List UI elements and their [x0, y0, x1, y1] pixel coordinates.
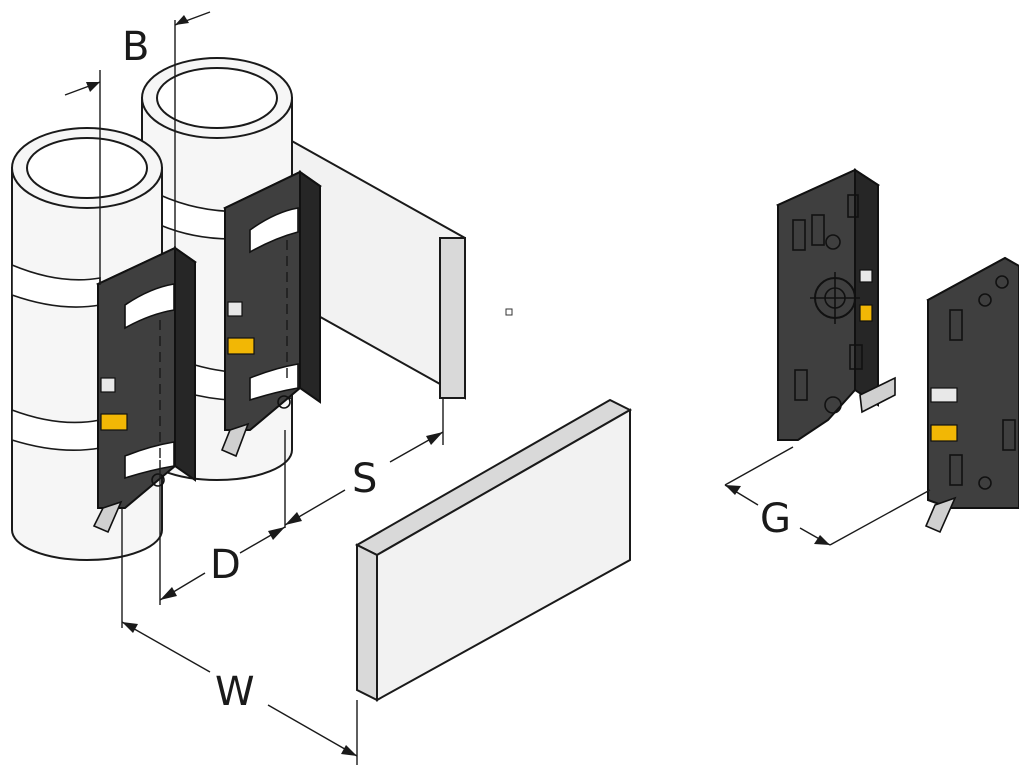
label-d: D — [210, 542, 241, 588]
dimension-b: B — [64, 11, 211, 285]
dimension-s: S — [284, 398, 444, 528]
center-marker — [505, 308, 513, 316]
label-b: B — [122, 24, 149, 70]
label-w: W — [215, 669, 255, 715]
sensor-left-pipe — [92, 246, 197, 534]
dimension-g: G — [724, 446, 931, 546]
sensor-pair-back — [775, 168, 896, 441]
front-target-plate — [354, 398, 633, 702]
dimension-w: W — [121, 508, 358, 765]
label-s: S — [352, 456, 377, 502]
back-target-plate — [289, 138, 466, 400]
sensor-pair-front — [924, 256, 1019, 534]
label-g: G — [760, 496, 791, 542]
dimension-d: D — [159, 460, 286, 605]
sensor-right-pipe — [220, 170, 322, 458]
